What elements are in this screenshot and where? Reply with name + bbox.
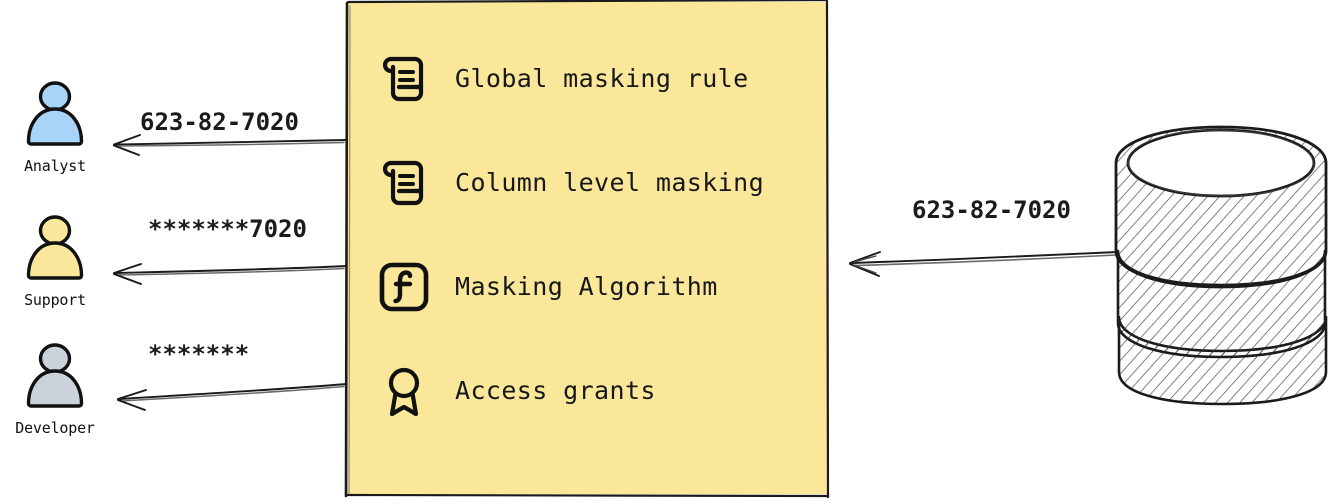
policy-row-column-level-masking[interactable]: Column level masking	[377, 154, 817, 212]
actor-label-support: Support	[24, 291, 86, 309]
label-developer-value: *******	[148, 340, 250, 368]
policy-row-label: Masking Algorithm	[455, 272, 718, 301]
policy-row-label: Global masking rule	[455, 64, 749, 93]
label-analyst-value: 623-82-7020	[140, 108, 299, 136]
function-icon	[379, 262, 429, 312]
actor-support[interactable]: Support	[0, 212, 110, 309]
policy-row-access-grants[interactable]: Access grants	[377, 362, 817, 420]
user-icon	[26, 81, 84, 146]
arrow-left-icon	[113, 134, 347, 156]
arrow-to-developer	[108, 362, 348, 424]
arrow-left-icon	[849, 251, 1119, 277]
masking-policy-panel[interactable]: Global masking rule Column level masking	[344, 0, 830, 499]
arrow-to-analyst	[108, 108, 348, 170]
arrow-left-icon	[113, 263, 347, 285]
scroll-icon	[382, 56, 424, 102]
arrow-database-to-panel	[840, 232, 1120, 292]
award-ribbon-icon	[388, 367, 420, 417]
policy-row-masking-algorithm[interactable]: Masking Algorithm	[377, 258, 817, 316]
arrow-to-support	[108, 238, 348, 300]
policy-row-label: Access grants	[455, 376, 656, 405]
arrow-left-icon	[117, 383, 347, 411]
database-cylinder	[1114, 125, 1328, 406]
database-icon[interactable]	[1108, 118, 1334, 408]
policy-row-label: Column level masking	[455, 168, 765, 197]
actor-label-analyst: Analyst	[24, 157, 86, 175]
policy-row-global-masking-rule[interactable]: Global masking rule	[377, 50, 817, 108]
label-database-value: 623-82-7020	[912, 196, 1071, 224]
scroll-icon	[382, 160, 424, 206]
actor-label-developer: Developer	[15, 419, 95, 437]
policy-row-list: Global masking rule Column level masking	[377, 50, 817, 466]
user-icon	[26, 215, 84, 280]
actor-analyst[interactable]: Analyst	[0, 78, 110, 175]
user-icon	[26, 343, 84, 408]
actor-developer[interactable]: Developer	[0, 340, 110, 437]
label-support-value: *******7020	[148, 215, 307, 243]
